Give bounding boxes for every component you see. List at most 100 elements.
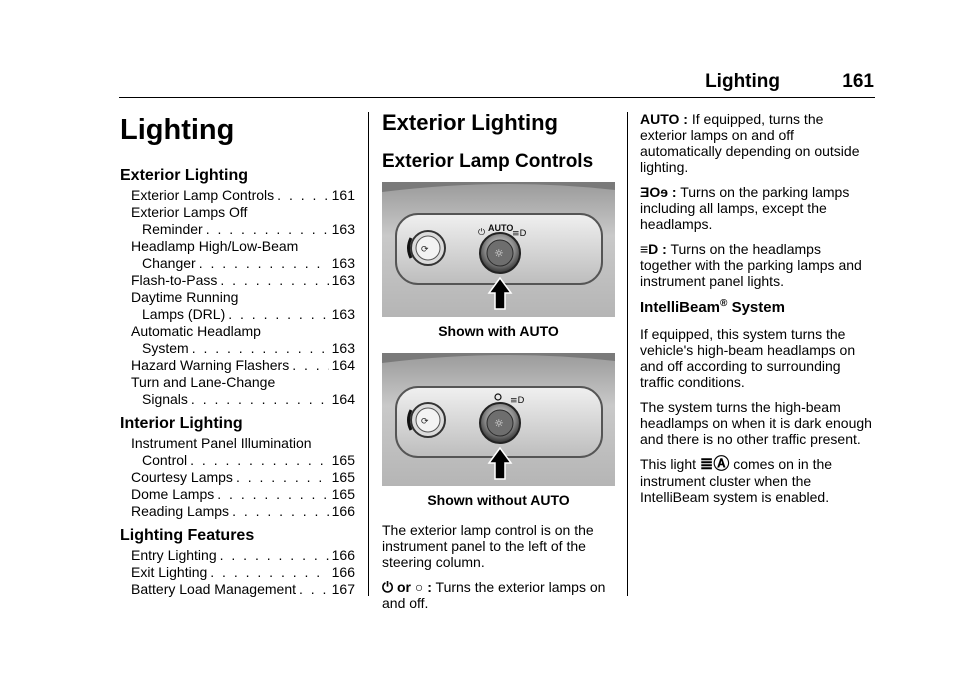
toc-entry-page: 163 — [331, 340, 355, 356]
toc-entry[interactable]: Dome Lamps. . . . . . . . . . . . . . . … — [120, 486, 355, 503]
lamp-control-auto-illustration: ⟳ ⏻ AUTO ≡D ☼ — [382, 182, 615, 310]
toc-section-title: Lighting Features — [120, 527, 255, 544]
lamp-control-no-auto-illustration: ⟳ ≡D ☼ — [382, 353, 615, 480]
main-column: Exterior Lighting Exterior Lamp Controls… — [382, 108, 615, 620]
toc-entry-page: 164 — [331, 391, 355, 407]
figure-without-auto: ⟳ ≡D ☼ — [382, 353, 615, 486]
power-off-icon: ⏻ — [382, 579, 394, 595]
header-section-title: Lighting — [705, 71, 780, 92]
intellibeam-paragraph-1: If equipped, this system turns the vehic… — [640, 326, 856, 390]
toc-leader-dots: . . . . . . . . . . . . . . . . . . . . … — [220, 272, 328, 288]
toc-entry-label: Courtesy Lamps — [131, 469, 233, 485]
page-header: Lighting 161 — [0, 0, 960, 100]
intellibeam-title: IntelliBeam — [640, 299, 721, 316]
svg-text:⏻: ⏻ — [478, 227, 485, 238]
auto-knob-label: AUTO — [488, 223, 513, 233]
svg-text:⟳: ⟳ — [421, 245, 429, 255]
svg-text:☼: ☼ — [494, 247, 504, 260]
headlamps-colon: : — [662, 241, 667, 257]
toc-entry-page: 165 — [331, 452, 355, 468]
parking-lamps-icon: ƎOɘ — [640, 184, 669, 200]
toc-leader-dots: . . . . . . . . . . . . . . . . . . . . … — [232, 503, 329, 519]
toc-leader-dots: . . . . . . . . . . . . . . . . . . . . … — [292, 357, 328, 373]
toc-entry-label: Turn and Lane-Change — [131, 374, 276, 390]
toc-entry[interactable]: Hazard Warning Flashers. . . . . . . . .… — [120, 357, 355, 374]
off-description: ⏻ or ○ : Turns the exterior lamps on and… — [382, 579, 615, 611]
toc-entry-label: Daytime Running — [131, 289, 239, 305]
svg-text:≡D: ≡D — [512, 229, 527, 239]
toc-entry[interactable]: Exit Lighting. . . . . . . . . . . . . .… — [120, 564, 355, 581]
toc-entry-label: Exterior Lamp Controls — [131, 187, 275, 203]
ib-para3-before: This light — [640, 456, 697, 472]
svg-text:☼: ☼ — [494, 417, 504, 430]
toc-entry-label: Exit Lighting — [131, 564, 208, 580]
parking-text: Turns on the parking lamps including all… — [640, 184, 850, 232]
figure-with-auto: ⟳ ⏻ AUTO ≡D ☼ — [382, 182, 615, 317]
toc-entry-label: Entry Lighting — [131, 547, 217, 563]
toc-leader-dots: . . . . . . . . . . . . . . . . . . . . … — [299, 581, 329, 597]
toc-entry[interactable]: Exterior Lamp Controls. . . . . . . . . … — [120, 187, 355, 204]
svg-text:⟳: ⟳ — [421, 417, 429, 427]
toc-entry-label: Instrument Panel Illumination — [131, 435, 312, 451]
chapter-title: Lighting — [120, 114, 235, 146]
toc-entry-label: System — [142, 340, 189, 356]
toc-leader-dots: . . . . . . . . . . . . . . . . . . . . … — [210, 564, 328, 580]
toc-entry-label: Signals — [142, 391, 188, 407]
right-column: AUTO : If equipped, turns the exterior l… — [640, 111, 873, 514]
toc-entry[interactable]: Battery Load Management. . . . . . . . .… — [120, 581, 355, 598]
column-divider-right — [627, 112, 628, 596]
intellibeam-paragraph-2: The system turns the high-beam headlamps… — [640, 399, 872, 447]
toc-entry[interactable]: Entry Lighting. . . . . . . . . . . . . … — [120, 547, 355, 564]
intellibeam-paragraph-3: This light ≣Ⓐ comes on in the instrument… — [640, 456, 873, 505]
toc-entry-label: Dome Lamps — [131, 486, 215, 502]
toc-entry-page: 166 — [331, 564, 355, 580]
toc-entry-page: 166 — [331, 547, 355, 563]
toc-leader-dots: . . . . . . . . . . . . . . . . . . . . … — [219, 547, 329, 563]
toc-entry-label: Lamps (DRL) — [142, 306, 226, 322]
registered-mark: ® — [720, 298, 728, 309]
toc-leader-dots: . . . . . . . . . . . . . . . . . . . . … — [205, 221, 329, 237]
toc-entry-label: Exterior Lamps Off — [131, 204, 248, 220]
toc-entry-page: 167 — [331, 581, 355, 597]
toc-entry-page: 163 — [331, 306, 355, 322]
toc-entry-label: Control — [142, 452, 188, 468]
toc-leader-dots: . . . . . . . . . . . . . . . . . . . . … — [191, 340, 329, 356]
toc-entry-page: 163 — [331, 221, 355, 237]
auto-label: AUTO : — [640, 111, 688, 127]
subsection-title: Exterior Lamp Controls — [382, 151, 594, 172]
intellibeam-suffix: System — [731, 299, 785, 316]
toc-entry[interactable]: Flash-to-Pass. . . . . . . . . . . . . .… — [120, 272, 355, 289]
circle-off-icon: ○ — [414, 579, 424, 595]
toc-entry-page: 163 — [331, 255, 355, 271]
toc-entry-page: 164 — [331, 357, 355, 373]
toc-entry[interactable]: Reading Lamps. . . . . . . . . . . . . .… — [120, 503, 355, 520]
headlamps-description: ≡D : Turns on the headlamps together wit… — [640, 241, 873, 289]
off-colon: : — [427, 579, 432, 595]
header-page-number: 161 — [842, 71, 874, 92]
toc-entry-page: 163 — [331, 272, 355, 288]
toc-entry-page: 161 — [331, 187, 355, 203]
ib-para3-after: comes on in the instrument cluster when … — [640, 456, 833, 505]
figure-with-auto-caption: Shown with AUTO — [438, 323, 559, 339]
toc-leader-dots: . . . . . . . . . . . . . . . . . . . . … — [228, 306, 329, 322]
toc-leader-dots: . . . . . . . . . . . . . . . . . . . . … — [277, 187, 328, 203]
intro-paragraph: The exterior lamp control is on the inst… — [382, 522, 594, 570]
auto-description: AUTO : If equipped, turns the exterior l… — [640, 111, 873, 175]
section-title: Exterior Lighting — [382, 110, 558, 135]
toc-leader-dots: . . . . . . . . . . . . . . . . . . . . … — [198, 255, 329, 271]
headlamps-text: Turns on the headlamps together with the… — [640, 241, 862, 289]
toc-entry-page: 165 — [331, 469, 355, 485]
toc-entry-label: Headlamp High/Low-Beam — [131, 238, 299, 254]
toc-section-title: Exterior Lighting — [120, 167, 248, 184]
toc-leader-dots: . . . . . . . . . . . . . . . . . . . . … — [190, 452, 329, 468]
toc-entry[interactable]: Courtesy Lamps. . . . . . . . . . . . . … — [120, 469, 355, 486]
